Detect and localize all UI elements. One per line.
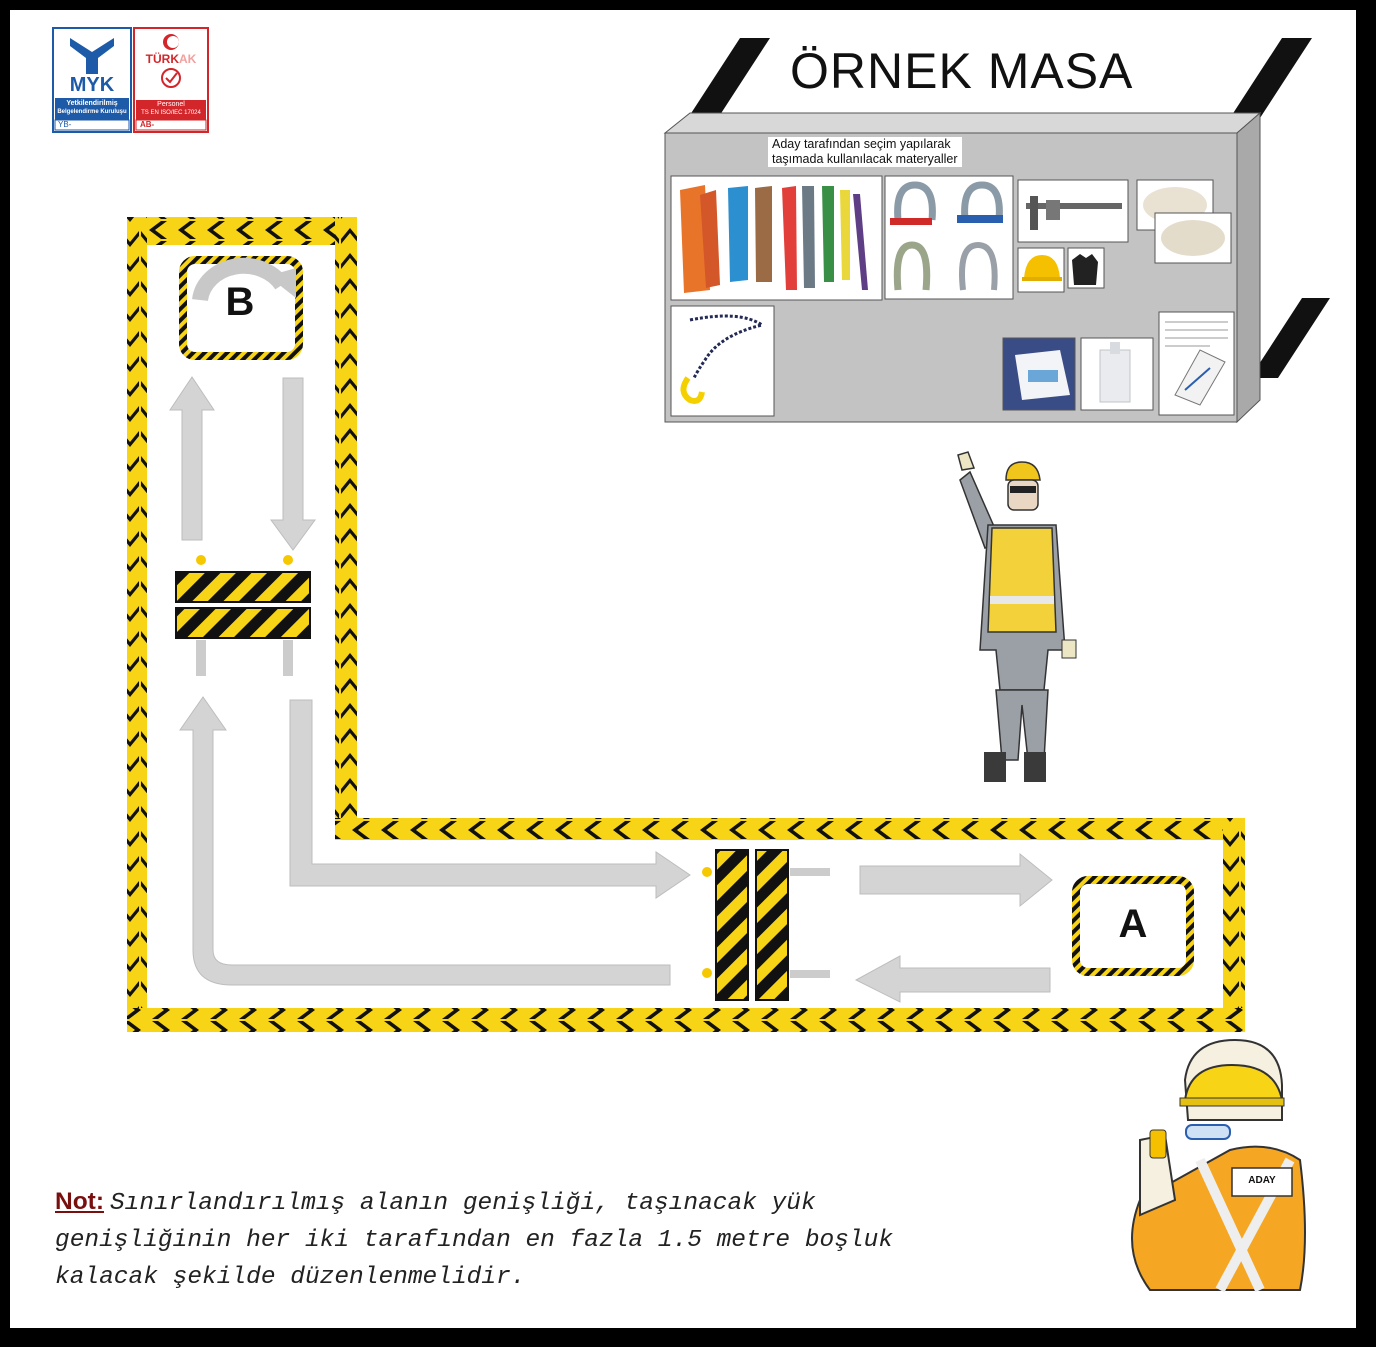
form-document-item xyxy=(1159,312,1234,415)
road-barrier-vertical xyxy=(176,555,310,676)
caliper-item xyxy=(1018,180,1128,242)
table-leg xyxy=(1250,298,1330,378)
table-caption-line2: taşımada kullanılacak materyaller xyxy=(772,152,958,167)
note-text: Sınırlandırılmış alanın genişliği, taşın… xyxy=(55,1190,893,1291)
road-barrier-horizontal xyxy=(702,850,830,1000)
hand-sanitizer-item xyxy=(1081,338,1153,410)
table-leg xyxy=(688,38,770,118)
sling-straps-item xyxy=(671,176,882,300)
turkak-logo-name: TÜRKAK xyxy=(136,52,206,66)
myk-logo-name: MYK xyxy=(55,74,129,97)
arrow-to-a xyxy=(860,854,1052,906)
arrow-back-to-b xyxy=(180,697,670,985)
work-gloves-item xyxy=(1068,248,1104,288)
candidate-badge: ADAY xyxy=(1234,1175,1290,1186)
table-leg xyxy=(1230,38,1312,118)
myk-logo-code: YB- xyxy=(58,120,71,129)
turkak-logo-line1: Personel xyxy=(136,101,206,108)
turkak-logo xyxy=(134,28,208,132)
candidate-worker xyxy=(1132,1040,1305,1290)
arrow-from-a xyxy=(856,956,1050,1002)
table-caption-line1: Aday tarafından seçim yapılarak xyxy=(772,137,958,152)
note: Not:Sınırlandırılmış alanın genişliği, t… xyxy=(55,1183,955,1296)
turkak-logo-line2: TS EN ISO/IEC 17024 xyxy=(136,110,206,116)
myk-logo-line1: Yetkilendirilmiş xyxy=(55,100,129,107)
note-label: Not: xyxy=(55,1188,104,1215)
border-inner-horizontal xyxy=(335,818,1245,840)
turkak-logo-code: AB- xyxy=(140,120,154,129)
border-right xyxy=(1223,818,1245,1032)
safety-glasses-box-item xyxy=(1003,338,1075,410)
canvas: ÖRNEK MASA Aday tarafından seçim yapılar… xyxy=(10,10,1356,1328)
table-title: ÖRNEK MASA xyxy=(790,42,1133,100)
area-a-label: A xyxy=(1105,902,1161,947)
border-bottom xyxy=(127,1008,1245,1032)
border-inner-vertical xyxy=(335,217,357,837)
diagram-graphics xyxy=(10,10,1356,1328)
hard-hat-item xyxy=(1018,248,1064,292)
shackles-item xyxy=(885,176,1013,299)
arrow-up-to-b xyxy=(170,377,214,540)
myk-logo-line2: Belgelendirme Kuruluşu xyxy=(55,109,129,115)
table-caption: Aday tarafından seçim yapılarak taşımada… xyxy=(768,137,962,167)
chain-hook-item xyxy=(671,306,774,416)
area-b-label: B xyxy=(214,280,266,325)
arrow-down-from-b xyxy=(271,378,315,550)
signalman-worker xyxy=(958,452,1076,782)
route-arrows xyxy=(170,377,1052,1002)
border-left xyxy=(127,217,147,1032)
border-top-b xyxy=(127,217,357,245)
